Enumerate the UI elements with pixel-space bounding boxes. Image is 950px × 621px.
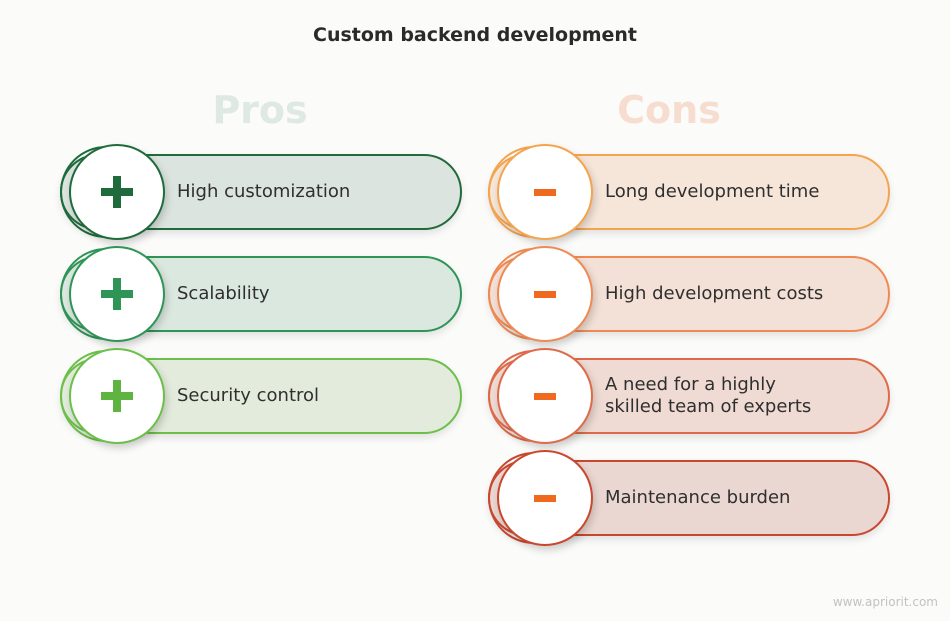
plus-icon (101, 278, 133, 310)
plus-icon (101, 176, 133, 208)
pros-item-label: Security control (177, 385, 320, 406)
icon-badge (497, 144, 593, 240)
plus-icon (101, 380, 133, 412)
pros-item-label: Scalability (177, 283, 270, 304)
icon-badge (497, 450, 593, 546)
minus-icon (534, 188, 556, 196)
pros-heading: Pros (212, 88, 308, 132)
icon-badge (497, 348, 593, 444)
pros-item: Security control (60, 348, 462, 444)
icon-badge (69, 348, 165, 444)
pros-item: Scalability (60, 246, 462, 342)
minus-icon (534, 290, 556, 298)
cons-heading: Cons (617, 88, 721, 132)
minus-icon (534, 494, 556, 502)
icon-badge (497, 246, 593, 342)
cons-item-label: A need for a highly skilled team of expe… (605, 374, 812, 417)
icon-badge (69, 246, 165, 342)
diagram-title: Custom backend development (313, 24, 637, 46)
pros-item-label: High customization (177, 181, 351, 202)
pros-item: High customization (60, 144, 462, 240)
cons-item-label: Long development time (605, 181, 820, 202)
cons-item: Maintenance burden (488, 450, 890, 546)
cons-item: Long development time (488, 144, 890, 240)
watermark: www.apriorit.com (832, 595, 938, 609)
cons-item: A need for a highly skilled team of expe… (488, 348, 890, 444)
cons-item: High development costs (488, 246, 890, 342)
cons-item-label: High development costs (605, 283, 824, 304)
cons-item-label: Maintenance burden (605, 487, 791, 508)
minus-icon (534, 392, 556, 400)
icon-badge (69, 144, 165, 240)
